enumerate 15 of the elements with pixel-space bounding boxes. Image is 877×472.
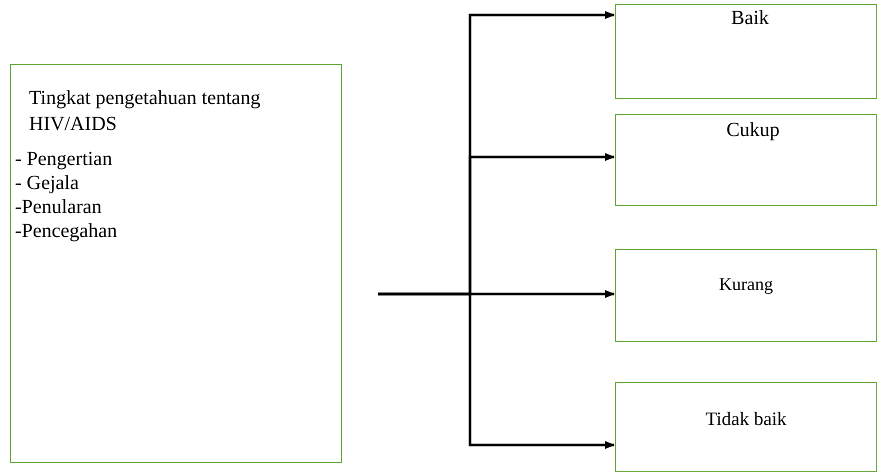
arrow xyxy=(378,292,615,449)
process-box xyxy=(10,64,342,463)
box-label: Kurang xyxy=(719,274,773,295)
process-box xyxy=(615,114,877,206)
list-item: - Gejala xyxy=(15,171,79,195)
box-label: Tidak baik xyxy=(705,409,787,431)
box-label: Baik xyxy=(731,7,769,30)
list-item: -Penularan xyxy=(15,195,102,219)
process-box xyxy=(615,249,877,342)
list-item: - Pengertian xyxy=(15,147,112,171)
process-box xyxy=(615,4,877,99)
list-item: -Pencegahan xyxy=(15,219,118,243)
box-heading: Tingkat pengetahuan tentang HIV/AIDS xyxy=(29,86,262,137)
process-box xyxy=(615,382,877,472)
box-label: Cukup xyxy=(726,119,780,142)
